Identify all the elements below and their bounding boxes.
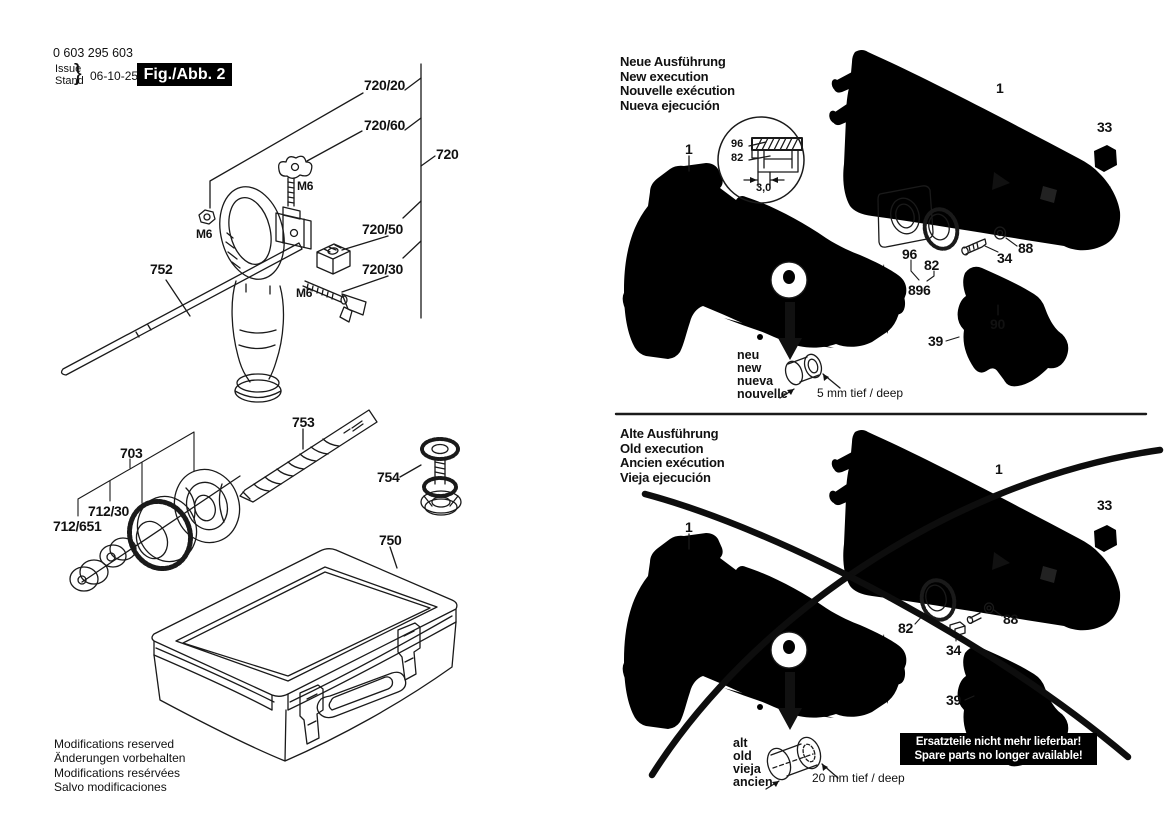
plug-label-de: neu <box>737 348 760 362</box>
old-execution-header: Alte Ausführung Old execution Ancien exé… <box>620 426 725 485</box>
case-latch <box>299 684 324 745</box>
callout-1: 1 <box>685 519 693 535</box>
old-depth-note: 20 mm tief / deep <box>812 771 905 785</box>
callout-34: 34 <box>946 642 961 658</box>
plug-label-en: old <box>733 749 752 763</box>
document-part-number: 0 603 295 603 <box>53 46 133 60</box>
inset-callout-96: 96 <box>731 138 744 150</box>
callout-720-50: 720/50 <box>362 221 404 237</box>
header-line-en: Old execution <box>620 440 704 456</box>
callout-96: 96 <box>902 246 917 262</box>
header-line-fr: Ancien exécution <box>620 455 725 471</box>
bracket-703 <box>77 431 195 517</box>
old-small-parts-drawing <box>919 578 995 637</box>
new-plug-labels: neu new nueva nouvelle <box>737 349 788 401</box>
inset-callout-82: 82 <box>731 152 744 164</box>
callout-88: 88 <box>1018 240 1033 256</box>
callout-33: 33 <box>1097 119 1112 135</box>
plug-label-de: alt <box>733 736 748 750</box>
callout-896: 896 <box>908 282 931 298</box>
note-line: Salvo modificaciones <box>54 780 167 795</box>
callout-720-60: 720/60 <box>364 117 406 133</box>
note-line: Modifications reserved <box>54 737 175 751</box>
dim-arrow-icon <box>750 177 757 183</box>
header-line-de: Alte Ausführung <box>620 426 719 441</box>
header-line-de: Neue Ausführung <box>620 54 726 69</box>
depth-stop-knob-drawing <box>399 437 462 516</box>
dim-arrow-icon <box>771 177 778 183</box>
callout-39: 39 <box>946 692 961 708</box>
inset-detail-circle <box>717 116 805 204</box>
dim-arrow-icon <box>823 374 829 381</box>
plug-label-en: new <box>737 361 762 375</box>
thread-size-label: M6 <box>196 227 213 241</box>
callout-90: 90 <box>990 316 1005 332</box>
figure-title-badge: Fig./Abb. 2 <box>137 63 232 86</box>
warning-line-de: Ersatzteile nicht mehr lieferbar! <box>915 736 1082 748</box>
callout-82: 82 <box>924 257 939 273</box>
cross-out-lines <box>641 446 1164 779</box>
header-line-en: New execution <box>620 68 709 84</box>
callout-752: 752 <box>150 261 173 277</box>
callout-33: 33 <box>1097 497 1112 513</box>
sds-drill-bit-drawing <box>239 409 378 503</box>
new-drill-drawing <box>622 155 910 361</box>
callout-88: 88 <box>1003 611 1018 627</box>
group-720-bracket <box>209 63 436 319</box>
thread-size-label: M6 <box>297 179 314 193</box>
spare-parts-warning-badge: Ersatzteile nicht mehr lieferbar! Spare … <box>900 733 1097 765</box>
callout-754: 754 <box>377 469 400 485</box>
callout-39: 39 <box>928 333 943 349</box>
case-handle <box>316 671 407 719</box>
modifications-notes: Modifications reserved Änderungen vorbeh… <box>54 737 185 795</box>
old-plug-labels: alt old vieja ancien <box>733 737 773 789</box>
warning-line-en: Spare parts no longer available! <box>914 749 1083 762</box>
plug-label-fr: ancien <box>733 775 773 789</box>
plug-label-es: nueva <box>737 374 774 388</box>
header-line-es: Vieja ejecución <box>620 469 711 485</box>
dim-arrow-icon <box>772 781 779 787</box>
callout-1: 1 <box>685 141 693 157</box>
stand-label: Stand <box>55 75 84 87</box>
callout-750: 750 <box>379 532 402 548</box>
callout-1: 1 <box>996 80 1004 96</box>
note-line: Modifications resérvées <box>54 765 181 780</box>
old-drill-drawing <box>622 532 910 731</box>
new-depth-note: 5 mm tief / deep <box>817 386 904 400</box>
callout-1: 1 <box>995 461 1003 477</box>
depth-gauge-rod-drawing <box>60 242 303 376</box>
callout-34: 34 <box>997 250 1012 266</box>
new-execution-header: Neue Ausführung New execution Nouvelle e… <box>620 54 735 113</box>
old-plug-drawing <box>765 736 839 790</box>
aux-handle-drawing <box>198 155 367 403</box>
callout-82: 82 <box>898 620 913 636</box>
dim-arrow-icon <box>787 389 794 395</box>
callout-720: 720 <box>436 146 459 162</box>
header-line-es: Nueva ejecución <box>620 97 720 113</box>
case-latch <box>397 622 421 681</box>
callout-753: 753 <box>292 414 315 430</box>
new-leader-lines <box>910 237 1018 342</box>
plug-label-fr: nouvelle <box>737 387 788 401</box>
dim-arrow-icon <box>822 764 828 771</box>
carry-case-drawing <box>151 546 458 762</box>
callout-703: 703 <box>120 445 143 461</box>
callout-712-651: 712/651 <box>53 518 102 534</box>
new-small-parts-drawing <box>877 185 1007 256</box>
chuck-dust-parts-drawing <box>69 468 241 592</box>
header-line-fr: Nouvelle exécution <box>620 83 735 99</box>
callout-720-30: 720/30 <box>362 261 404 277</box>
issue-label: Issue <box>55 63 82 75</box>
plug-label-es: vieja <box>733 762 761 776</box>
callout-712-30: 712/30 <box>88 503 130 519</box>
new-plug-drawing <box>779 353 841 399</box>
callout-720-20: 720/20 <box>364 77 406 93</box>
note-line: Änderungen vorbehalten <box>54 751 186 766</box>
inset-dimension: 3,0 <box>756 182 772 194</box>
thread-size-label: M6 <box>296 286 313 300</box>
brace-glyph: } <box>74 59 82 85</box>
issue-date: 06-10-25 <box>90 69 139 83</box>
